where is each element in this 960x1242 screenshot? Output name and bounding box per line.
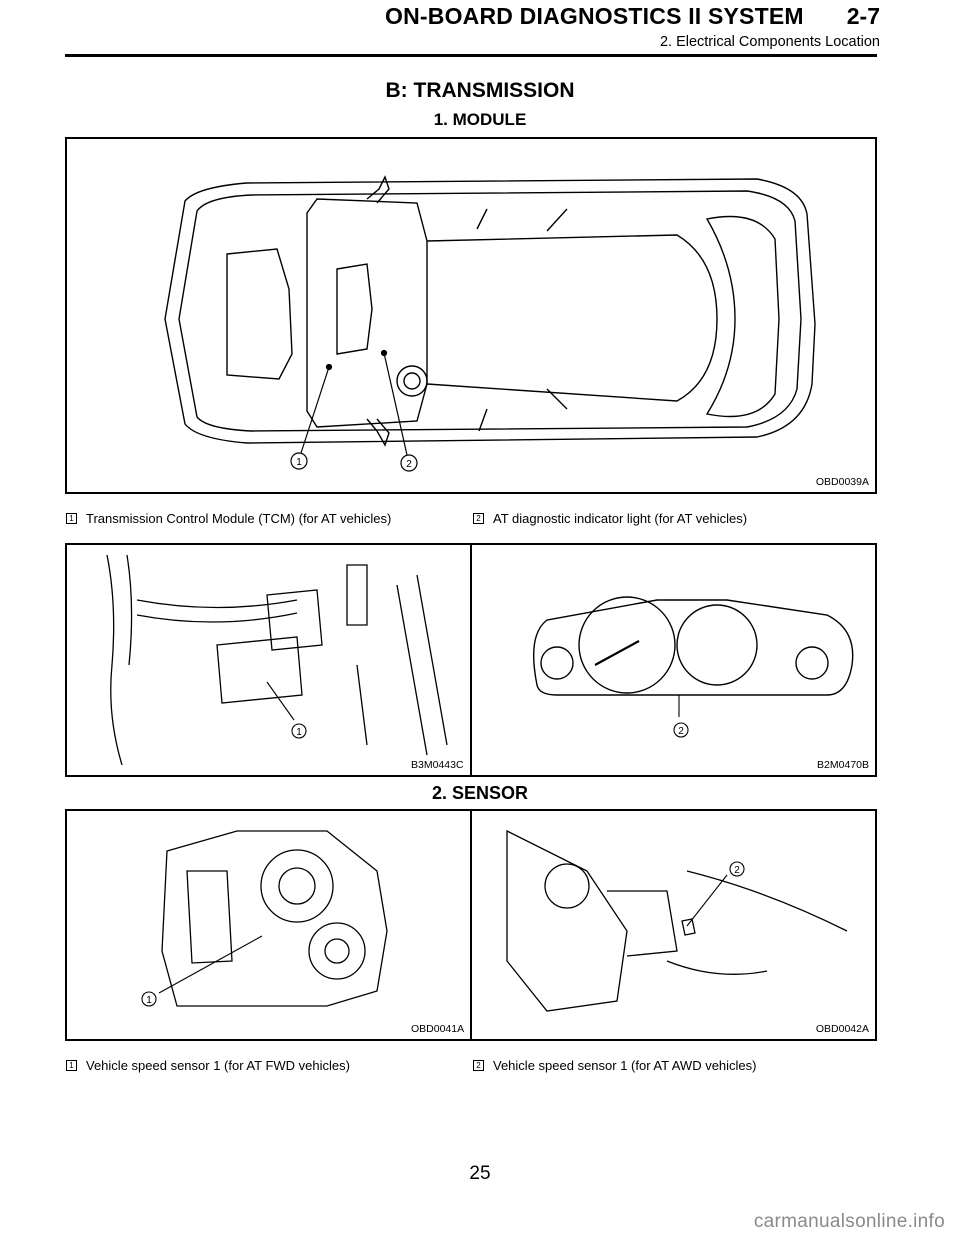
header-rule (65, 54, 877, 57)
sensor-callout-2: 2 (734, 865, 740, 876)
detail-callout-2: 2 (678, 726, 684, 737)
callout-badge-1: 1 (66, 513, 77, 524)
sensor-figure: 1 2 OBD0041A OBD0042A (65, 809, 877, 1041)
figure-id: OBD0039A (815, 476, 869, 488)
module-caption-2: AT diagnostic indicator light (for AT ve… (493, 511, 748, 526)
section-title: B: TRANSMISSION (385, 79, 575, 102)
detail-callout-1: 1 (296, 727, 302, 738)
module-detail-figure: 1 2 B3M0443C B2M0470B (65, 543, 877, 777)
sensor-caption-1: Vehicle speed sensor 1 (for AT FWD vehic… (86, 1058, 350, 1073)
figure-id-fwd-sensor: OBD0041A (411, 1023, 465, 1035)
overview-callout-2: 2 (406, 459, 412, 470)
figure-id-meter: B2M0470B (817, 759, 869, 771)
module-heading: 1. MODULE (433, 110, 527, 129)
vehicle-overview-figure: 1 2 OBD0039A (65, 137, 877, 494)
running-header-subtitle: 2. Electrical Components Location (659, 34, 880, 50)
sensor-callout-1: 1 (146, 995, 152, 1006)
sensor-drawings: 1 2 (141, 811, 848, 1039)
running-header-title: ON-BOARD DIAGNOSTICS II SYSTEM (385, 3, 804, 29)
sensor-badge-2: 2 (473, 1060, 484, 1071)
figure-id-awd-sensor: OBD0042A (815, 1023, 869, 1035)
section-number: 2-7 (846, 3, 880, 29)
sensor-badge-1: 1 (66, 1060, 77, 1071)
page-number: 25 (469, 1163, 491, 1184)
module-detail-drawings: 1 2 (106, 545, 854, 775)
vehicle-top-view-drawing: 1 2 (164, 175, 816, 472)
callout-badge-2: 2 (473, 513, 484, 524)
sensor-caption-2: Vehicle speed sensor 1 (for AT AWD vehic… (493, 1058, 757, 1073)
overview-callout-1: 1 (296, 457, 302, 468)
sensor-heading: 2. SENSOR (431, 783, 529, 803)
figure-id-tcm: B3M0443C (411, 759, 464, 771)
watermark: carmanualsonline.info (753, 1211, 945, 1232)
module-caption-1: Transmission Control Module (TCM) (for A… (86, 511, 392, 526)
